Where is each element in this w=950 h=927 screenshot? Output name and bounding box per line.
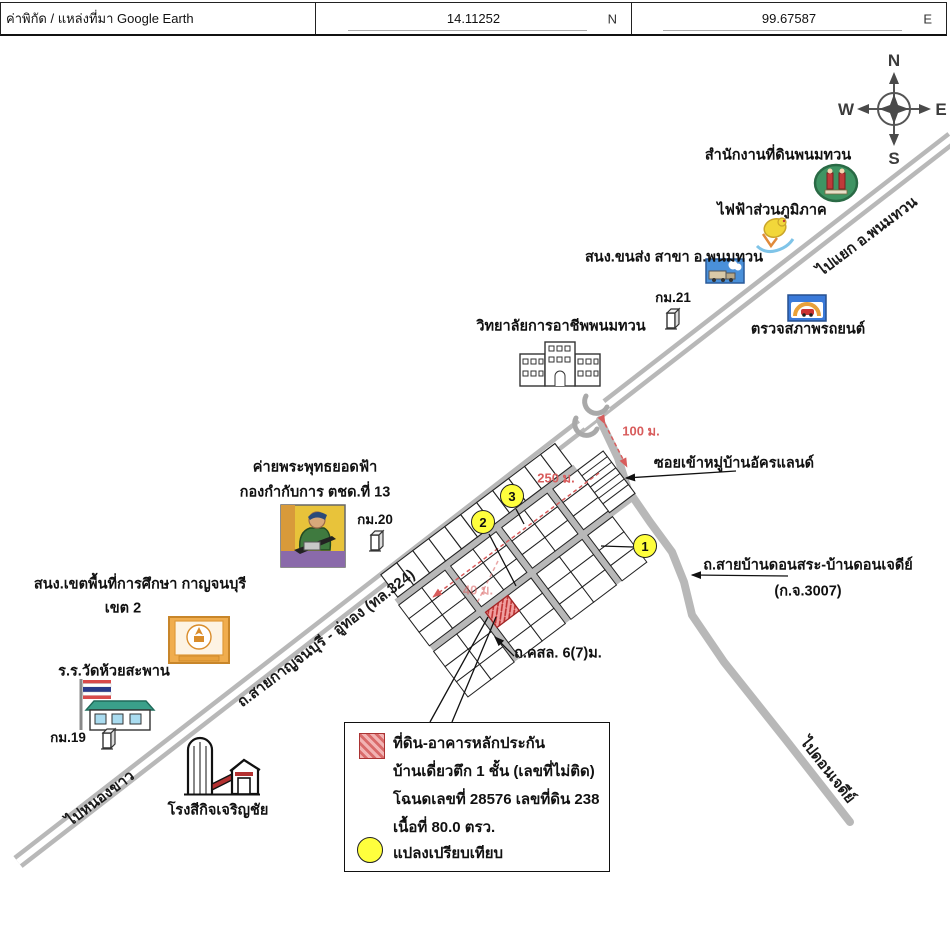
coordinate-source-label: ค่าพิกัด / แหล่งที่มา Google Earth [6,11,194,26]
label-km21: กม.21 [655,290,691,305]
land-office-emblem-icon [813,163,859,203]
label-rice-mill: โรงสีกิจเจริญชัย [167,802,269,819]
label-camp-line2: กองกำกับการ ตชด.ที่ 13 [239,484,391,501]
u-turn-arrow-icon [582,393,610,416]
legend-subject-desc2: โฉนดเลขที่ 28576 เลขที่ดิน 238 [393,791,600,808]
school-building-icon [68,676,156,734]
comparison-marker-3: 3 [500,484,524,508]
label-college: วิทยาลัยการอาชีพพนมทวน [476,318,646,335]
marker-1-number: 1 [641,538,649,554]
concrete-road-label-arrow [494,636,515,657]
comparison-plot-swatch-icon [357,837,383,863]
latitude-underline [347,30,587,31]
marker2-pointer-line [488,533,517,587]
label-km20: กม.20 [357,512,393,527]
label-school: ร.ร.วัดห้วยสะพาน [58,663,170,680]
label-distance-100m: 100 ม. [622,423,660,439]
village-subdivision-grid [380,442,648,698]
marker3-pointer-line [515,508,525,525]
label-electricity-authority: ไฟฟ้าส่วนภูมิภาค [717,202,827,219]
map-legend: ที่ดิน-อาคารหลักประกัน บ้านเดี่ยวตึก 1 ช… [344,722,610,872]
latitude-cell: 14.11252 N [316,3,632,34]
legend-subject-desc3: เนื้อที่ 80.0 ตรว. [393,819,496,836]
label-transport-office: สนง.ขนส่ง สาขา อ.พนมทวน [584,249,764,266]
label-land-office: สำนักงานที่ดินพนมทวน [704,147,852,164]
grid-plot-blocks [398,469,648,698]
label-vehicle-inspection: ตรวจสภาพรถยนต์ [750,321,866,338]
km-post-21-icon [662,306,686,332]
distance-line-40m [476,560,499,604]
latitude-value: 14.11252 [446,11,501,26]
border-patrol-camp-icon [280,504,346,568]
don-sra-label-arrow [690,571,789,579]
label-distance-250m: 250 ม. [537,470,575,486]
transport-office-icon [705,258,745,286]
compass-east-label: E [935,100,946,119]
compass-south-label: S [888,149,899,168]
grid-streets [394,464,634,663]
marker1-pointer-line [600,545,634,548]
electricity-authority-icon [753,214,795,256]
legend-comparison-label: แปลงเปรียบเทียบ [393,845,504,862]
don-sra-don-chedi-road [596,416,854,826]
coordinate-table: ค่าพิกัด / แหล่งที่มา Google Earth 14.11… [0,2,947,36]
compass-rose-icon: N S W E [838,51,947,168]
marker-2-number: 2 [479,514,487,530]
latitude-direction: N [607,11,617,26]
comparison-marker-2: 2 [471,510,495,534]
rice-mill-icon [180,736,262,802]
label-education-office: สนง.เขตพื้นที่การศึกษา กาญจนบุรี [33,576,247,593]
km-post-20-icon [366,528,390,554]
legend-subject-desc1: บ้านเดี่ยวตึก 1 ชั้น (เลขที่ไม่ติด) [393,763,595,780]
label-don-sra-road: ถ.สายบ้านดอนสระ-บ้านดอนเจดีย์ [703,557,913,574]
measurement-lines [432,414,628,604]
pointer-lines [429,470,789,723]
label-camp-line1: ค่ายพระพุทธยอดฟ้า [252,459,378,476]
marker-3-number: 3 [508,488,516,504]
subject-callout-line [429,616,489,723]
label-education-office-area: เขต 2 [104,600,142,617]
vehicle-inspection-icon [787,294,827,322]
legend-subject-label: ที่ดิน-อาคารหลักประกัน [393,735,545,752]
km-post-19-icon [98,726,122,752]
longitude-value: 99.67587 [761,11,817,26]
distance-line-100m [597,414,628,468]
coordinate-source-cell: ค่าพิกัด / แหล่งที่มา Google Earth [1,3,316,34]
college-building-icon [518,338,602,388]
soi-label-arrow [624,470,737,482]
u-turn-arrow-icon [572,415,600,438]
comparison-marker-1: 1 [633,534,657,558]
label-concrete-road: ถ.คสล. 6(7)ม. [514,645,602,662]
grid-plot-row [380,442,573,598]
label-don-sra-road-number: (ก.จ.3007) [774,583,842,600]
subject-property-plot [484,594,521,629]
label-soi-akara-land: ซอยเข้าหมู่บ้านอัครแลนด์ [653,455,815,472]
longitude-underline [663,30,903,31]
subject-plot-swatch-icon [359,733,385,759]
subject-callout-line [451,616,497,723]
label-km19: กม.19 [50,730,86,745]
compass-west-label: W [838,100,855,119]
label-distance-40m: 40 ม. [462,582,494,598]
education-office-emblem-icon [168,616,230,664]
longitude-cell: 99.67587 E [632,3,946,34]
compass-north-label: N [888,51,900,70]
longitude-direction: E [923,11,932,26]
